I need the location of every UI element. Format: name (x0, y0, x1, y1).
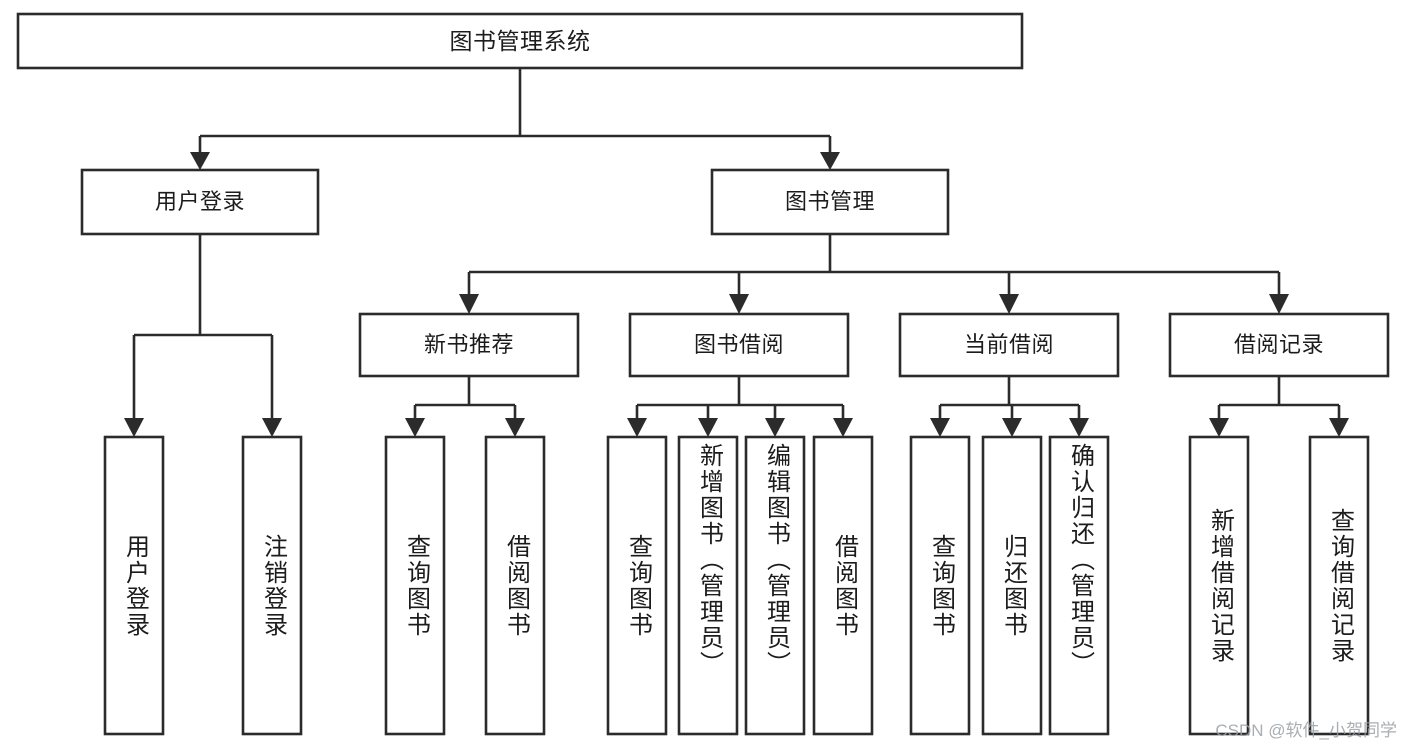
edge-root-branch (198, 68, 832, 154)
node-box-leaf-query-book-2[interactable] (606, 435, 668, 736)
watermark-text: CSDN @软件_小贺同学 (1215, 721, 1397, 740)
edge-user-login-branch (132, 234, 274, 420)
node-box-book-borrow[interactable] (628, 312, 850, 378)
arrow-borrow-record-to-leaf-add-record (1209, 418, 1229, 437)
arrow-user-login-to-leaf-user-login (124, 418, 144, 437)
edge-current-borrow-branch (938, 376, 1081, 420)
edge-book-borrow-branch (635, 376, 845, 420)
node-box-leaf-logout[interactable] (241, 435, 303, 736)
arrow-new-book-rec-to-leaf-query-book-1 (405, 418, 425, 437)
node-box-leaf-add-record[interactable] (1188, 435, 1250, 736)
arrow-new-book-rec-to-leaf-borrow-book-1 (505, 418, 525, 437)
node-box-leaf-user-login[interactable] (103, 435, 165, 736)
arrow-book-manage-to-new-book-rec (459, 294, 479, 314)
arrow-root-to-book-manage (820, 152, 840, 170)
node-box-new-book-rec[interactable] (358, 312, 580, 378)
arrow-user-login-to-leaf-logout (262, 418, 282, 437)
node-box-leaf-query-book-3[interactable] (909, 435, 971, 736)
node-box-current-borrow[interactable] (898, 312, 1120, 378)
edge-book-manage-branch (467, 234, 1281, 296)
arrow-book-borrow-to-leaf-add-book (698, 418, 718, 437)
arrow-book-borrow-to-leaf-query-book-2 (627, 418, 647, 437)
node-box-user-login[interactable] (80, 168, 320, 236)
node-box-borrow-record[interactable] (1168, 312, 1390, 378)
node-box-leaf-borrow-book-2[interactable] (812, 435, 874, 736)
arrow-book-manage-to-current-borrow (999, 294, 1019, 314)
node-box-leaf-borrow-book-1[interactable] (484, 435, 546, 736)
arrow-current-borrow-to-leaf-return-book (1002, 418, 1022, 437)
node-box-leaf-query-record[interactable] (1308, 435, 1370, 736)
edge-new-book-rec-branch (413, 376, 517, 420)
node-box-leaf-return-book[interactable] (981, 435, 1043, 736)
arrow-book-borrow-to-leaf-edit-book (765, 418, 785, 437)
edge-borrow-record-branch (1217, 376, 1341, 420)
arrow-book-manage-to-borrow-record (1269, 294, 1289, 314)
arrow-borrow-record-to-leaf-query-record (1329, 418, 1349, 437)
arrow-root-to-user-login (190, 152, 210, 170)
arrow-current-borrow-to-leaf-query-book-3 (930, 418, 950, 437)
arrow-book-borrow-to-leaf-borrow-book-2 (833, 418, 853, 437)
node-box-leaf-edit-book[interactable] (744, 435, 806, 736)
arrow-current-borrow-to-leaf-confirm-return (1069, 418, 1089, 437)
node-box-leaf-confirm-return[interactable] (1048, 435, 1110, 736)
arrow-book-manage-to-book-borrow (729, 294, 749, 314)
node-box-root[interactable] (16, 12, 1024, 70)
node-box-leaf-add-book[interactable] (677, 435, 739, 736)
node-box-leaf-query-book-1[interactable] (384, 435, 446, 736)
node-box-book-manage[interactable] (710, 168, 950, 236)
